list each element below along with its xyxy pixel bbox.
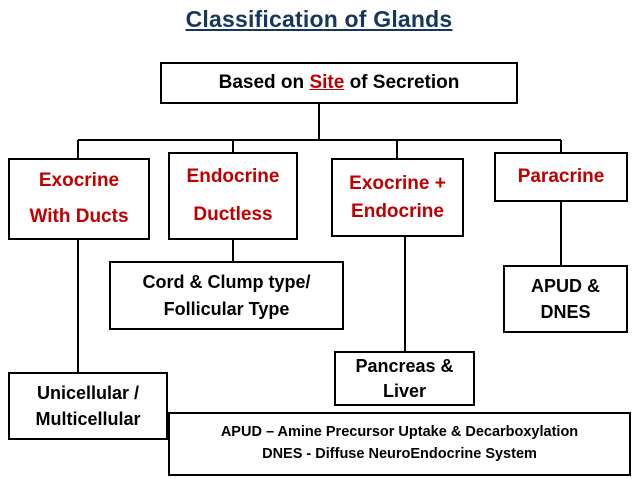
node-unicellular-multicellular[interactable]: Unicellular / Multicellular	[8, 372, 168, 440]
node-exocrine[interactable]: Exocrine With Ducts	[8, 158, 150, 240]
node-exocrine-plus-endocrine-line2: Endocrine	[351, 200, 444, 222]
legend-line-apud: APUD – Amine Precursor Uptake & Decarbox…	[220, 424, 579, 440]
node-endocrine[interactable]: Endocrine Ductless	[168, 152, 298, 240]
node-pancreas-liver[interactable]: Pancreas & Liver	[334, 351, 475, 406]
node-cord-clump-follicular-line1: Cord & Clump type/	[142, 272, 311, 292]
node-based-on-site[interactable]: Based on Site of Secretion	[160, 62, 518, 104]
node-exocrine-line1: Exocrine	[38, 170, 120, 192]
node-cord-clump-follicular-line2: Follicular Type	[163, 298, 290, 319]
legend-abbreviations: APUD – Amine Precursor Uptake & Decarbox…	[168, 412, 631, 476]
node-paracrine-label: Paracrine	[517, 166, 605, 188]
node-unicellular-multicellular-line2: Multicellular	[35, 408, 141, 429]
node-pancreas-liver-line2: Liver	[382, 380, 427, 401]
node-exocrine-plus-endocrine-line1: Exocrine +	[349, 172, 446, 194]
node-paracrine[interactable]: Paracrine	[494, 152, 628, 202]
node-exocrine-plus-endocrine[interactable]: Exocrine + Endocrine	[331, 158, 464, 237]
node-unicellular-multicellular-line1: Unicellular /	[36, 383, 140, 403]
node-apud-dnes-line1: APUD &	[530, 275, 600, 296]
node-endocrine-line2: Ductless	[193, 204, 273, 225]
node-based-on-site-label: Based on Site of Secretion	[218, 72, 460, 94]
node-cord-clump-follicular[interactable]: Cord & Clump type/ Follicular Type	[109, 261, 344, 330]
node-apud-dnes-line2: DNES	[540, 302, 591, 322]
node-apud-dnes[interactable]: APUD & DNES	[503, 265, 628, 333]
node-endocrine-line1: Endocrine	[186, 166, 280, 188]
legend-line-dnes: DNES - Diffuse NeuroEndocrine System	[262, 446, 537, 463]
node-exocrine-line2: With Ducts	[29, 206, 129, 227]
page-title: Classification of Glands	[185, 6, 453, 32]
node-pancreas-liver-line1: Pancreas &	[355, 356, 454, 376]
